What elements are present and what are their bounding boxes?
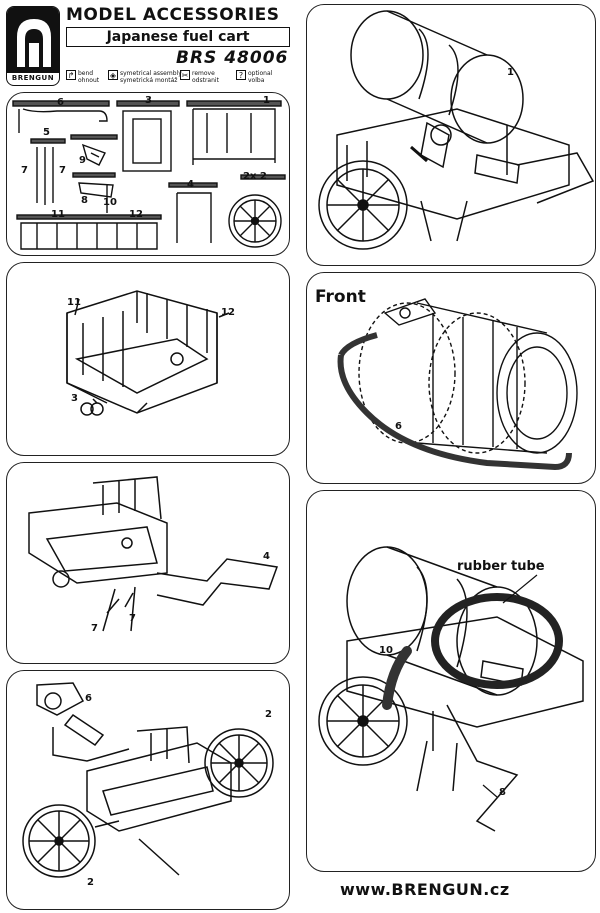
legend-label: symetrical assembly	[120, 70, 182, 77]
website-link[interactable]: www.BRENGUN.cz	[340, 880, 510, 899]
legend-label-cz: symetrická montáž	[120, 77, 178, 84]
part-label: 1	[263, 95, 270, 106]
part-label: 12	[129, 209, 143, 220]
part-label: 9	[79, 155, 86, 166]
step-label: 10	[379, 645, 393, 656]
part-label: 7	[21, 165, 28, 176]
symmetrical-assembly-icon: ◈	[108, 70, 118, 80]
part-label: 6	[57, 97, 64, 108]
strap-placement-drawing	[337, 298, 578, 471]
part-label: 2x 2	[243, 171, 267, 182]
legend-label-cz: ohnout	[78, 77, 100, 84]
rubber-tube-callout: rubber tube	[457, 559, 545, 574]
frame-assembly-drawing	[66, 290, 230, 416]
step-label: 3	[71, 393, 78, 404]
step-panel-frame: 11 12 3	[6, 262, 290, 456]
part-label: 10	[103, 197, 117, 208]
step-label: 4	[263, 551, 270, 562]
legend-label: bend	[78, 70, 94, 77]
product-subtitle: Japanese fuel cart	[66, 27, 290, 47]
wheels-assembly-drawing	[22, 682, 274, 878]
question-mark-icon: ?	[236, 70, 246, 80]
step-panel-strap: Front 6	[306, 272, 596, 484]
bend-arrow-icon: ↱	[66, 70, 76, 80]
legend-label-cz: odstranit	[192, 77, 219, 84]
part-label: 8	[81, 195, 88, 206]
barrel-placement-drawing	[318, 10, 595, 250]
part-label: 3	[145, 95, 152, 106]
step-label: 6	[395, 421, 402, 432]
step-panel-handle: 4 7 7	[6, 462, 290, 664]
step-label: 12	[221, 307, 235, 318]
remove-icon: ✂	[180, 70, 190, 80]
product-code: BRS 48006	[176, 48, 289, 68]
parts-drawing	[12, 100, 286, 250]
logo-text: BRENGUN	[11, 74, 55, 82]
part-label: 5	[43, 127, 50, 138]
brand-title: MODEL ACCESSORIES	[66, 5, 280, 25]
step-label: 11	[67, 297, 81, 308]
step-label: 1	[507, 67, 514, 78]
step-panel-wheels: 6 2 2	[6, 670, 290, 910]
step-label: 6	[85, 693, 92, 704]
step-label: 2	[265, 709, 272, 720]
parts-panel: 6 3 1 5 9 7 7 8 10 4 2x 2 11 12	[6, 92, 290, 256]
part-label: 4	[187, 179, 194, 190]
handle-assembly-drawing	[28, 476, 279, 632]
step-panel-barrel: 1	[306, 4, 596, 266]
legend-label: remove	[192, 70, 215, 77]
part-label: 7	[59, 165, 66, 176]
part-label: 11	[51, 209, 65, 220]
step-panel-tube: rubber tube 10 8	[306, 490, 596, 872]
step-label: 7	[129, 613, 136, 624]
brengun-logo: BRENGUN	[6, 6, 60, 86]
front-label: Front	[315, 287, 366, 307]
step-label: 8	[499, 787, 506, 798]
step-label: 7	[91, 623, 98, 634]
legend-label-cz: volba	[248, 77, 265, 84]
step-label: 2	[87, 877, 94, 888]
legend-label: optional	[248, 70, 273, 77]
logo-mark	[7, 7, 59, 73]
tube-and-handle-drawing	[318, 546, 584, 832]
